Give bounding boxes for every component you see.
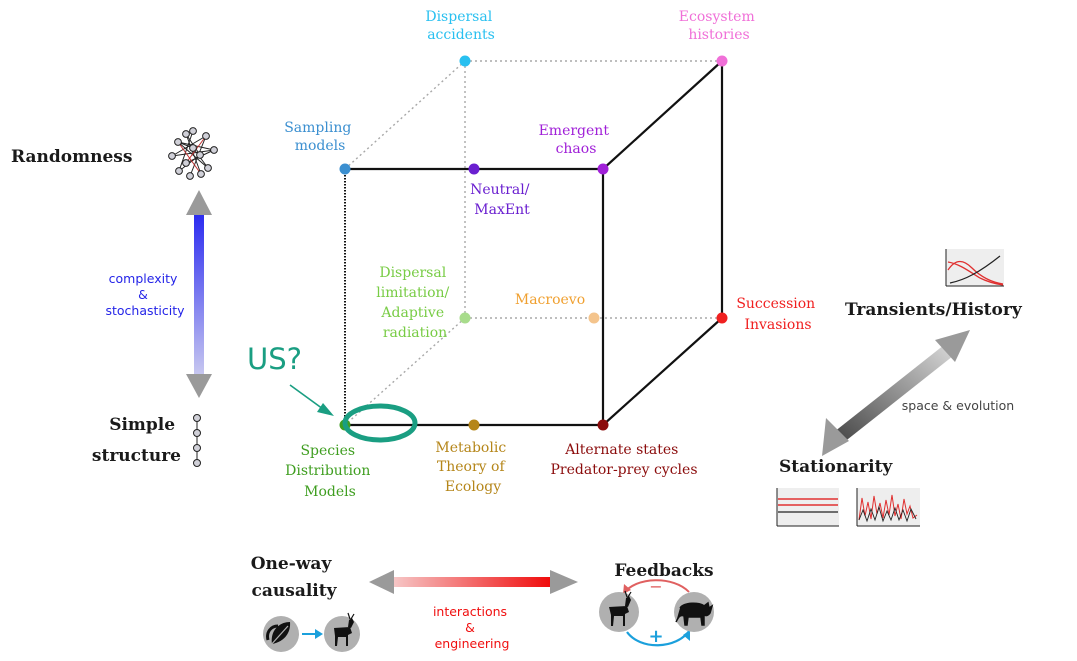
label-alternate-states: Alternate states Predator-prey cycles bbox=[550, 442, 697, 478]
cat-icon bbox=[674, 592, 714, 632]
vertex-macroevo bbox=[588, 312, 600, 324]
label-dispersal-limitation: Dispersal limitation/ Adaptive radiation bbox=[376, 265, 453, 341]
stationarity-label: Stationarity bbox=[779, 457, 893, 477]
deer-icon bbox=[599, 590, 639, 632]
vertex-emergent-chaos bbox=[597, 163, 609, 175]
fluctuating-timeseries-icon bbox=[856, 488, 920, 527]
one-way-causality-label: One-way causality bbox=[251, 554, 338, 601]
plus-sign: + bbox=[648, 626, 663, 647]
us-ellipse bbox=[342, 403, 418, 443]
label-neutral: Neutral/ MaxEnt bbox=[470, 182, 534, 218]
vertex-metabolic bbox=[468, 419, 480, 431]
label-ecosystem-histories: Ecosystem histories bbox=[679, 9, 759, 43]
vertex-neutral bbox=[468, 163, 480, 175]
space-evolution-label: space & evolution bbox=[902, 398, 1014, 413]
simple-structure-label: Simple structure bbox=[92, 415, 181, 466]
interactions-axis-arrow bbox=[369, 570, 578, 594]
complexity-axis-arrow bbox=[186, 190, 212, 398]
label-emergent-chaos: Emergent chaos bbox=[539, 123, 614, 157]
random-network-icon bbox=[168, 127, 218, 180]
leaf-to-deer-icon bbox=[263, 612, 360, 652]
vertex-dispersal-accidents bbox=[459, 55, 471, 67]
us-arrow bbox=[289, 384, 334, 416]
feedbacks-label: Feedbacks bbox=[614, 561, 713, 581]
transients-label: Transients/History bbox=[845, 300, 1023, 320]
cube-edges bbox=[345, 60, 724, 427]
label-metabolic: Metabolic Theory of Ecology bbox=[435, 440, 510, 495]
interactions-label: interactions & engineering bbox=[433, 604, 511, 651]
feedback-loop-icon: − + bbox=[622, 577, 691, 647]
randomness-label: Randomness bbox=[11, 147, 132, 167]
transient-plot-icon bbox=[945, 249, 1004, 287]
vertex-alternate-states bbox=[597, 419, 609, 431]
complexity-label: complexity & stochasticity bbox=[105, 271, 185, 318]
minus-sign: − bbox=[649, 577, 662, 596]
us-label: US? bbox=[247, 342, 302, 376]
vertex-ecosystem-histories bbox=[716, 55, 728, 67]
label-macroevo: Macroevo bbox=[515, 292, 585, 308]
label-succession: Succession Invasions bbox=[736, 296, 819, 333]
label-sampling: Sampling models bbox=[284, 120, 356, 154]
label-dispersal-accidents: Dispersal accidents bbox=[425, 9, 496, 43]
vertex-dispersal-limitation bbox=[459, 312, 471, 324]
chain-icon bbox=[193, 414, 201, 467]
label-species-distribution: Species Distribution Models bbox=[285, 443, 375, 500]
cube-hidden-edges bbox=[344, 60, 722, 426]
vertex-sampling bbox=[339, 163, 351, 175]
vertex-succession bbox=[716, 312, 728, 324]
flat-timeseries-icon bbox=[776, 488, 839, 527]
space-evolution-arrow bbox=[822, 330, 970, 456]
